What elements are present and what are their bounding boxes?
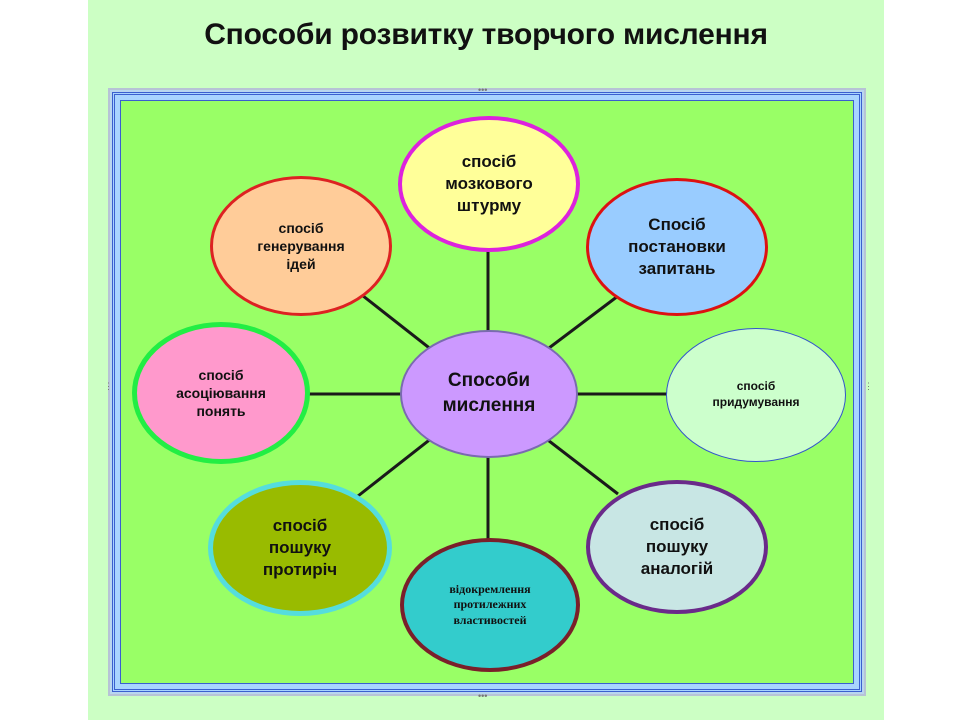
hub-node[interactable]: Способи мислення [400, 330, 578, 458]
node-ideas-label: спосіб генерування ідей [257, 219, 345, 273]
node-contradictions[interactable]: спосіб пошуку протиріч [208, 480, 392, 616]
node-invention[interactable]: спосіб придумування [666, 328, 846, 462]
node-questions[interactable]: Спосіб постановки запитань [586, 178, 768, 316]
node-brainstorm[interactable]: спосіб мозкового штурму [398, 116, 580, 252]
node-opposites-label: відокремлення протилежних властивостей [449, 581, 531, 627]
node-analogies[interactable]: спосіб пошуку аналогій [586, 480, 768, 614]
resize-handle-left[interactable]: ⋮ [104, 381, 113, 391]
node-associations-label: спосіб асоціювання понять [176, 366, 266, 420]
hub-label: Способи мислення [442, 370, 536, 416]
node-ideas[interactable]: спосіб генерування ідей [210, 176, 392, 316]
resize-handle-top[interactable]: ••• [478, 85, 488, 95]
node-associations[interactable]: спосіб асоціювання понять [132, 322, 310, 464]
node-brainstorm-label: спосіб мозкового штурму [445, 151, 533, 216]
node-analogies-label: спосіб пошуку аналогій [640, 514, 714, 579]
slide-title: Способи розвитку творчого мислення [204, 18, 768, 51]
resize-handle-bottom[interactable]: ••• [478, 691, 488, 701]
node-invention-label: спосіб придумування [712, 379, 800, 409]
node-opposites[interactable]: відокремлення протилежних властивостей [400, 538, 580, 672]
node-contradictions-label: спосіб пошуку протиріч [262, 515, 338, 580]
resize-handle-right[interactable]: ⋮ [864, 381, 873, 391]
node-questions-label: Спосіб постановки запитань [628, 214, 726, 279]
